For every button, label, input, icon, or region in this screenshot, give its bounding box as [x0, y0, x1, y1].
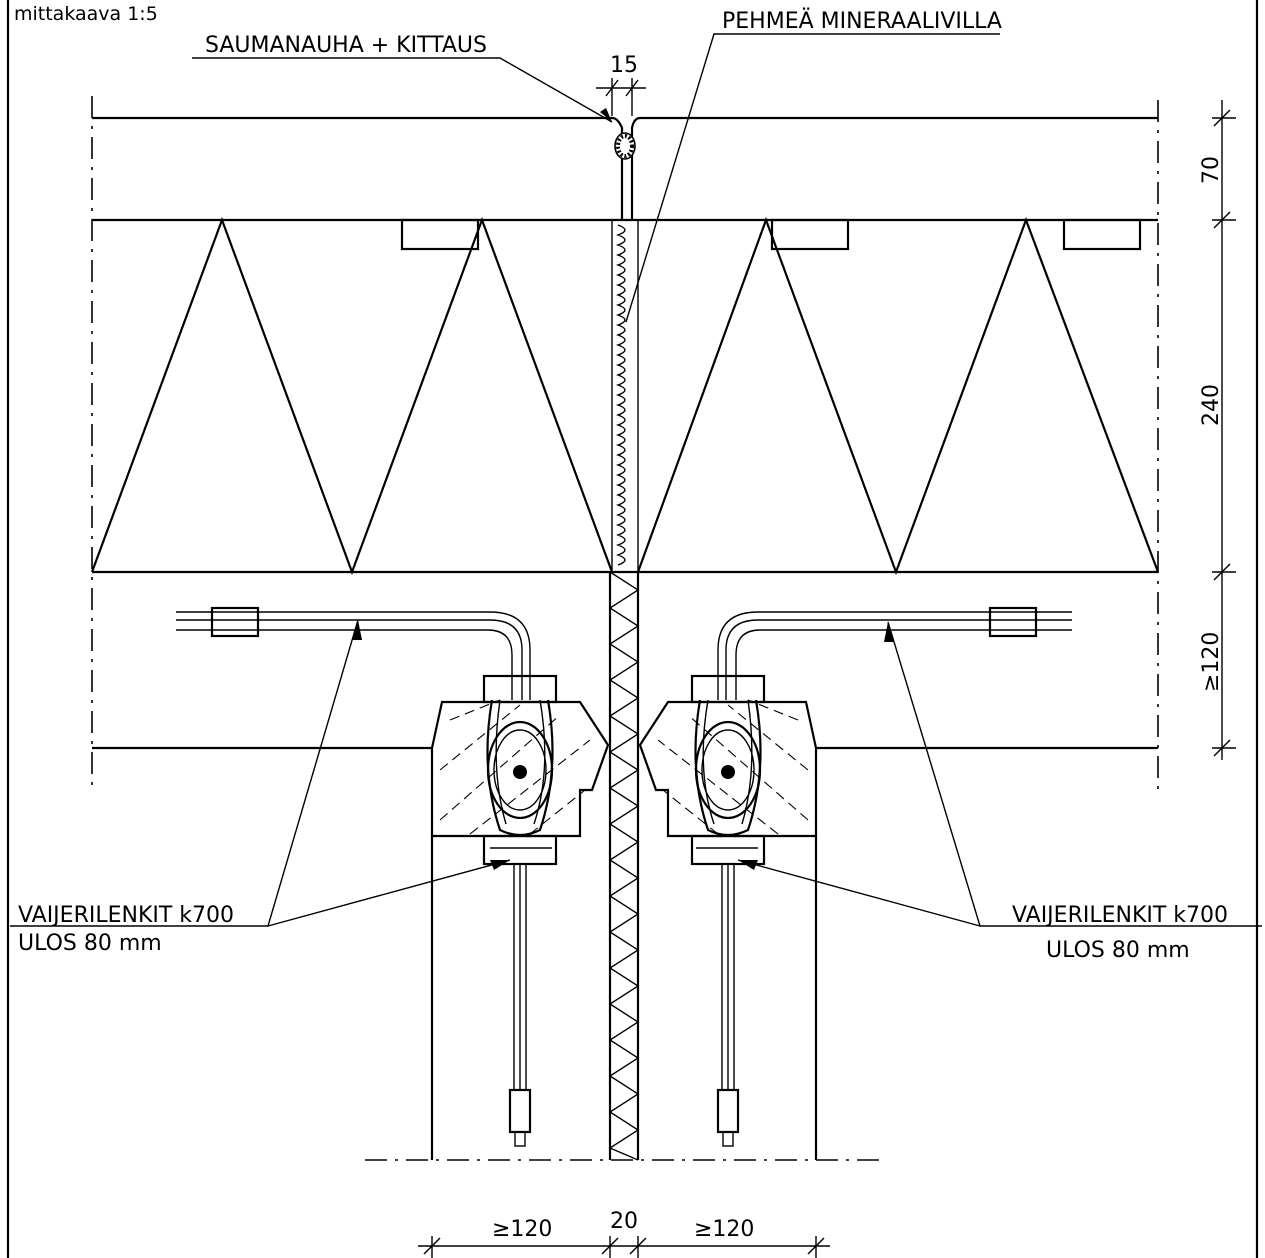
- dim-bottom-slash-2: [601, 1237, 619, 1255]
- core-insert-3: [1062, 218, 1142, 251]
- scale-label: mittakaava 1:5: [14, 3, 158, 25]
- slab-web-right: [636, 216, 1160, 576]
- dim-slab-thickness: 240: [1199, 384, 1224, 426]
- wire-loops-left-line1: VAIJERILENKIT k700: [18, 903, 234, 928]
- wire-loops-right-leader-2: [737, 859, 981, 927]
- dim-bottom-slash-1: [423, 1237, 441, 1255]
- wire-loops-left-leader-1: [10, 619, 359, 927]
- dim-slash-220: [1213, 211, 1231, 229]
- dim-joint-gap: 15: [610, 53, 638, 78]
- mineral-wool-squiggle: [615, 224, 626, 566]
- wire-loops-left-arrow-2: [490, 860, 510, 870]
- dim-slash-572: [1213, 563, 1231, 581]
- dim-joint-gap-tick-right: [625, 79, 639, 97]
- dim-bottom-left: ≥120: [492, 1217, 552, 1242]
- joint-tape-arrow: [600, 108, 612, 122]
- dim-bottom-gap: 20: [610, 1209, 638, 1234]
- wire-loops-left-arrow-1: [352, 620, 362, 640]
- wire-loops-right-line1: VAIJERILENKIT k700: [1012, 903, 1228, 928]
- joint-sealant-icon: [614, 132, 636, 160]
- dim-bearing-min: ≥120: [1199, 632, 1224, 692]
- dim-bottom-right: ≥120: [694, 1217, 754, 1242]
- right-bearing-block: [638, 606, 1072, 1147]
- slab-web-left: [90, 216, 614, 576]
- wire-loops-right-arrow-1: [884, 622, 894, 642]
- joint-edge-left: [611, 116, 624, 220]
- dim-slash-748: [1213, 739, 1231, 757]
- left-bearing-block: [430, 674, 610, 866]
- dim-bottom-slash-4: [807, 1237, 825, 1255]
- core-insert-2: [770, 218, 850, 251]
- wire-loops-left-line2: ULOS 80 mm: [18, 931, 162, 956]
- dim-topping-thickness: 70: [1199, 156, 1224, 184]
- dim-joint-gap-tick-left: [605, 79, 619, 97]
- dim-slash-118: [1213, 109, 1231, 127]
- joint-edge-right: [630, 116, 641, 220]
- gap-zigzag: [608, 571, 640, 1161]
- mineral-wool-leader: [625, 33, 1000, 323]
- mineral-wool-label: PEHMEÄ MINERAALIVILLA: [722, 8, 1002, 34]
- wire-loops-left-leader-2: [267, 859, 511, 927]
- left-wire-loop: [176, 606, 532, 1147]
- wire-loops-right-line2: ULOS 80 mm: [1046, 938, 1190, 963]
- joint-tape-label: SAUMANAUHA + KITTAUS: [205, 33, 487, 58]
- wire-loops-right-arrow-2: [738, 860, 758, 870]
- joint-tape-leader: [192, 57, 613, 123]
- core-insert-1: [400, 218, 480, 251]
- dim-bottom-slash-3: [629, 1237, 647, 1255]
